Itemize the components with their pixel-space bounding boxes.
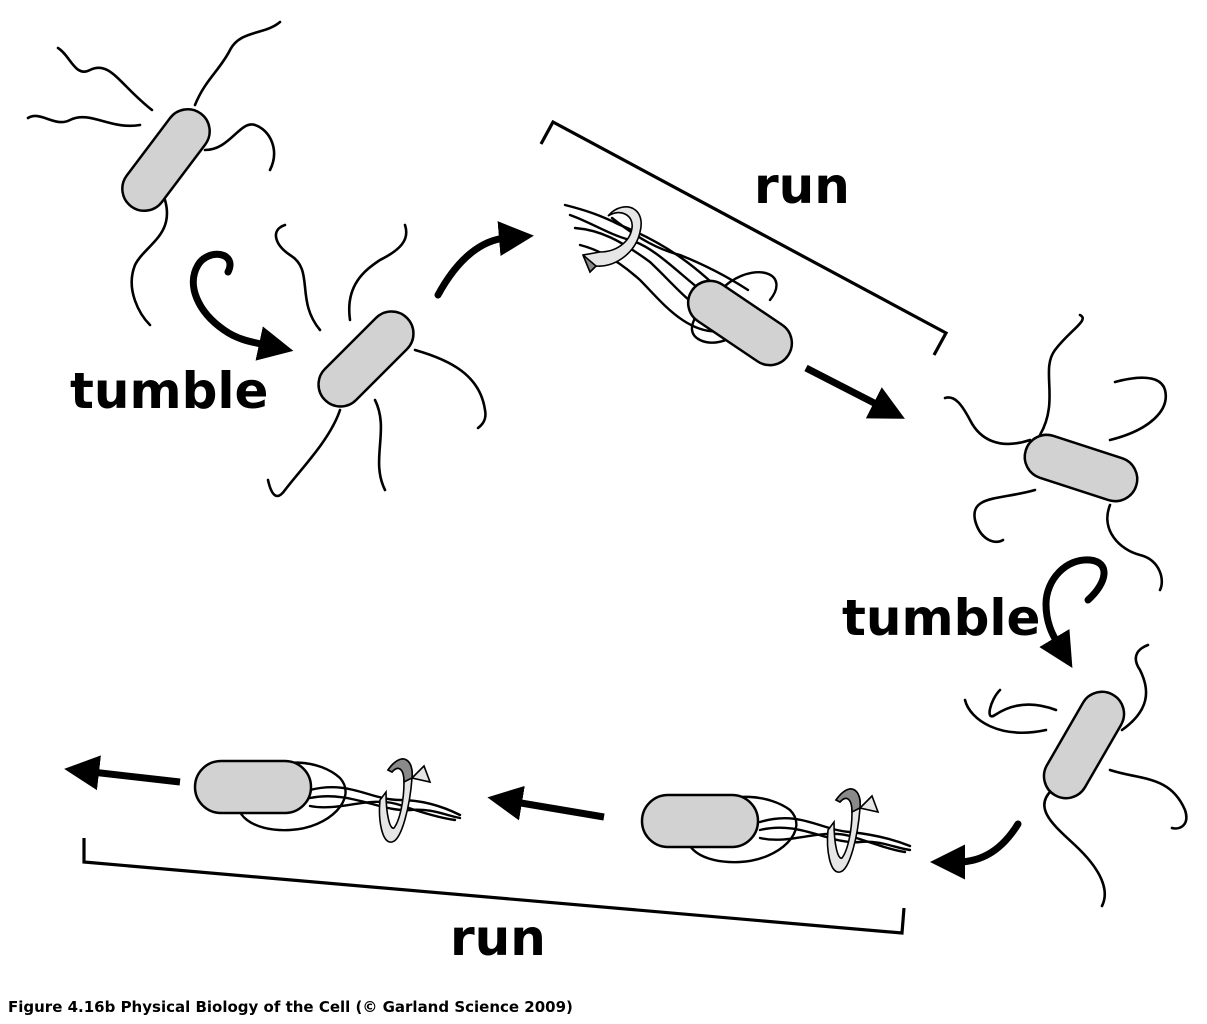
tumble-arrow-left xyxy=(189,250,294,361)
figure-caption: Figure 4.16b Physical Biology of the Cel… xyxy=(8,998,573,1016)
arrow-to-run-bottom xyxy=(930,820,1022,880)
run-label-top: run xyxy=(754,157,850,215)
bacterium-running-1 xyxy=(563,203,794,367)
motion-arrow-bottom-left xyxy=(64,755,181,791)
tumble-label-right: tumble xyxy=(842,589,1040,647)
bacterium-tumbling-2 xyxy=(266,223,487,498)
bacterium-running-3 xyxy=(193,758,462,843)
run-label-bottom: run xyxy=(450,909,546,967)
run-bracket-top xyxy=(539,119,949,356)
bacterium-running-2 xyxy=(640,788,912,873)
rotation-indicator-top xyxy=(581,206,642,274)
rotation-indicator-bottom-right xyxy=(826,788,880,873)
bacterium-tumbling-4 xyxy=(963,643,1188,908)
tumble-arrow-right xyxy=(1039,556,1108,669)
motion-arrow-top xyxy=(804,364,905,419)
tumble-label-left: tumble xyxy=(70,362,268,420)
arrow-to-run-top xyxy=(434,221,534,299)
motion-arrow-bottom-middle xyxy=(487,785,605,821)
rotation-indicator-bottom-left xyxy=(378,758,432,843)
bacterium-tumbling-1 xyxy=(26,20,282,327)
run-bracket-bottom xyxy=(82,838,906,935)
bacterium-tumbling-3 xyxy=(943,313,1168,592)
